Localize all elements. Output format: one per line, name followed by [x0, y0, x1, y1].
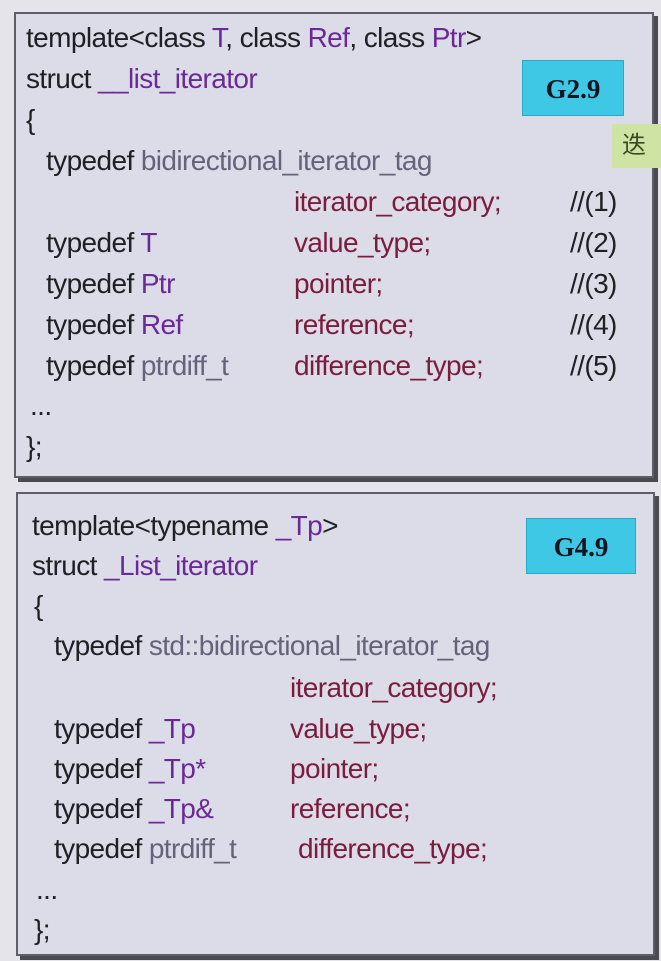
struct-declaration-line: struct _List_iterator [32, 552, 258, 580]
typedef-name-3: pointer; [294, 268, 383, 299]
template-close: > [465, 22, 482, 53]
typedef-line-1: typedef bidirectional_iterator_tag [46, 147, 432, 175]
typedef-keyword: typedef [46, 268, 141, 299]
typedef-keyword: typedef [46, 350, 141, 381]
template-param-tp: _Tp [275, 510, 323, 541]
typedef-keyword: typedef [54, 713, 149, 744]
typedef-comment-1: //(1) [570, 186, 617, 217]
ellipsis: ... [30, 390, 52, 421]
typedef-name-2: value_type; [294, 227, 431, 258]
typedef-keyword: typedef [54, 753, 149, 784]
template-close: > [322, 510, 338, 541]
typedef-keyword: typedef [46, 145, 141, 176]
typedef-name-4: reference; [294, 309, 415, 340]
struct-name: _List_iterator [104, 550, 258, 581]
struct-name: __list_iterator [98, 63, 258, 94]
typedef-line-4: typedef _Tp& [54, 793, 214, 824]
typedef-line-1: typedef std::bidirectional_iterator_tag [54, 632, 490, 660]
typedef-name-5: difference_type; [298, 833, 488, 864]
open-brace: { [26, 104, 35, 135]
comma-class-2: , class [349, 22, 432, 53]
typedef-name-2: value_type; [290, 713, 427, 744]
typedef-keyword: typedef [46, 309, 141, 340]
typedef-comment-5: //(5) [570, 350, 617, 381]
template-param-ptr: Ptr [431, 22, 467, 53]
ellipsis: ... [36, 874, 58, 905]
typedef-type: std::bidirectional_iterator_tag [148, 630, 491, 661]
typedef-keyword: typedef [54, 833, 149, 864]
typedef-comment-2: //(2) [570, 227, 617, 258]
struct-keyword: struct [32, 550, 105, 581]
typedef-line-2: typedef _Tp [54, 713, 196, 744]
version-badge-g4-9: G4.9 [526, 518, 636, 574]
typedef-name-1: iterator_category; [290, 672, 498, 703]
typedef-line-2: typedef T [46, 229, 157, 257]
typedef-type: bidirectional_iterator_tag [140, 145, 433, 176]
typedef-type: _Tp* [148, 753, 206, 784]
template-keyword: template<class [26, 22, 212, 53]
template-param-t: T [211, 22, 226, 53]
template-declaration-line: template<class T, class Ref, class Ptr> [26, 22, 482, 53]
typedef-name-1: iterator_category; [294, 186, 502, 217]
typedef-comment-4: //(4) [570, 309, 617, 340]
version-badge-g2-9: G2.9 [522, 60, 624, 116]
struct-declaration-line: struct __list_iterator [26, 63, 258, 94]
typedef-type: ptrdiff_t [148, 833, 237, 864]
typedef-line-5: typedef ptrdiff_t [46, 350, 229, 381]
open-brace: { [34, 590, 43, 621]
typedef-type: Ptr [140, 268, 176, 299]
close-brace: }; [26, 431, 43, 462]
typedef-line-4: typedef Ref [46, 311, 183, 339]
template-keyword: template<typename [32, 510, 276, 541]
typedef-type: Ref [140, 309, 183, 340]
typedef-name-5: difference_type; [294, 350, 484, 381]
struct-keyword: struct [26, 63, 99, 94]
template-declaration-line: template<typename _Tp> [32, 510, 339, 541]
typedef-type: ptrdiff_t [140, 350, 229, 381]
close-brace: }; [34, 914, 51, 945]
typedef-line-3: typedef Ptr [46, 270, 175, 298]
code-panel-g2-9: template<class T, class Ref, class Ptr> … [14, 12, 654, 478]
typedef-keyword: typedef [54, 630, 149, 661]
typedef-name-4: reference; [290, 793, 411, 824]
code-panel-g4-9: template<typename _Tp> struct _List_iter… [16, 492, 655, 956]
typedef-type: _Tp [148, 713, 196, 744]
typedef-keyword: typedef [46, 227, 141, 258]
typedef-type: T [140, 227, 157, 258]
comma-class-1: , class [225, 22, 308, 53]
typedef-line-3: typedef _Tp* [54, 755, 206, 783]
typedef-keyword: typedef [54, 793, 149, 824]
typedef-line-5: typedef ptrdiff_t [54, 833, 237, 864]
template-param-ref: Ref [307, 22, 350, 53]
side-tag: 迭 [612, 124, 661, 168]
typedef-type: _Tp& [148, 793, 214, 824]
typedef-name-3: pointer; [290, 753, 379, 784]
typedef-comment-3: //(3) [570, 268, 617, 299]
